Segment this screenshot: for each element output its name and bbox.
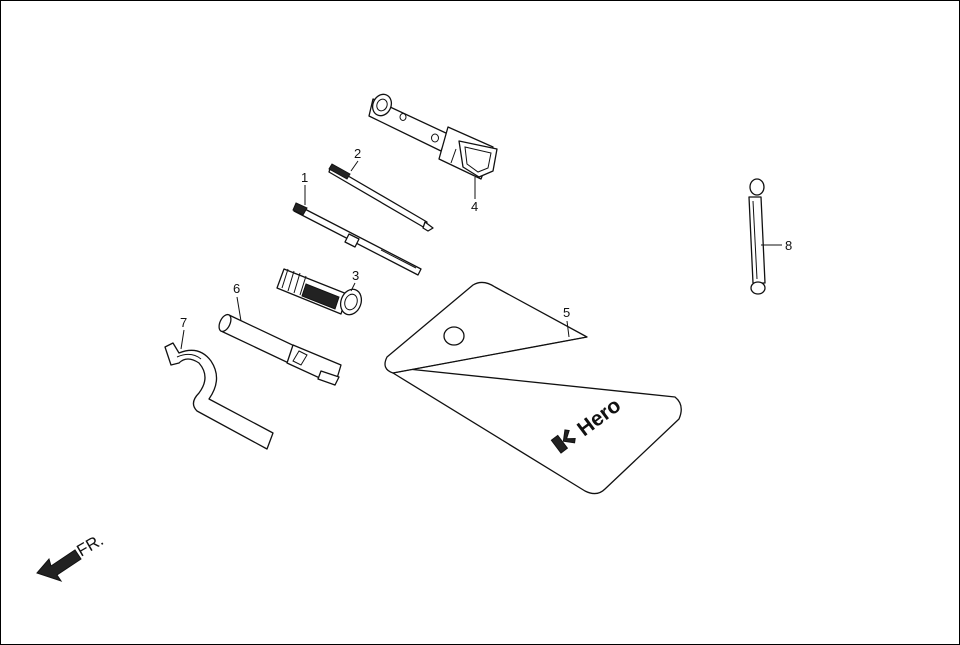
part-6-tube bbox=[218, 313, 342, 386]
part-5-tool-pouch: Hero bbox=[384, 281, 682, 495]
part-8-spring bbox=[748, 178, 766, 295]
callout-7: 7 bbox=[180, 315, 187, 330]
front-direction-arrow-icon bbox=[36, 549, 82, 582]
callout-8: 8 bbox=[785, 238, 792, 253]
callout-6: 6 bbox=[233, 281, 240, 296]
part-2-screwdriver bbox=[328, 163, 434, 232]
hero-logo-icon bbox=[550, 429, 576, 454]
callout-2: 2 bbox=[354, 146, 361, 161]
leader-lines bbox=[180, 160, 782, 350]
part-7-c-spanner bbox=[164, 342, 274, 450]
part-4-box-spanner bbox=[368, 93, 498, 180]
callout-5: 5 bbox=[563, 305, 570, 320]
callout-3: 3 bbox=[352, 268, 359, 283]
callout-1: 1 bbox=[301, 170, 308, 185]
part-3-socket-adaptor bbox=[276, 268, 363, 316]
part-1-screwdriver-shaft bbox=[292, 202, 422, 276]
callout-4: 4 bbox=[471, 199, 478, 214]
